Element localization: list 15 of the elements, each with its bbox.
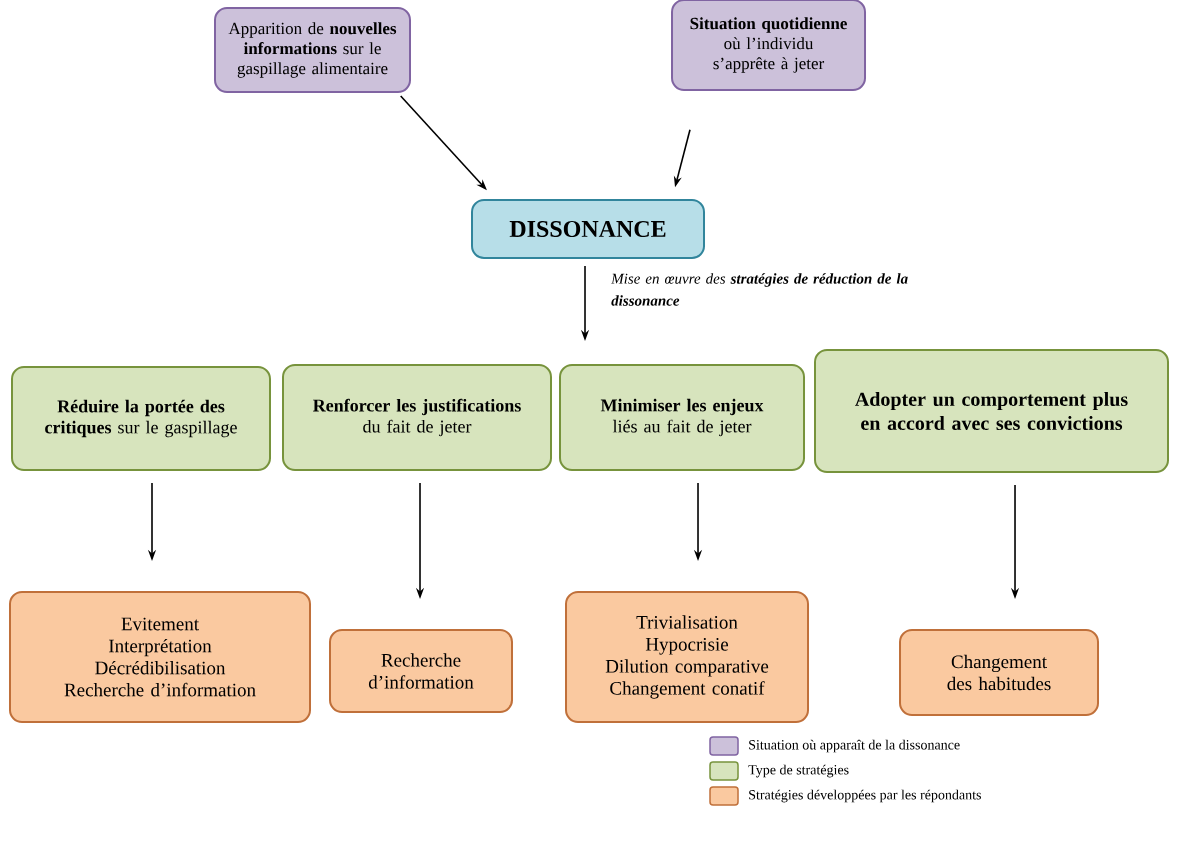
legend-text: Situation où apparaît de la dissonance [749, 739, 960, 753]
strategy-box: Evitement Interprétation Décrédibilisation Recherche d’information [9, 591, 311, 723]
strategy-type-box: Minimiser les enjeux liés au fait de jeter [559, 364, 805, 471]
strategy-box: Changement des habitudes [899, 629, 1099, 716]
edge-label: Mise en œuvre des stratégies de réduction de la dissonance [610, 272, 913, 307]
situation-box: Situation quotidienne où l’individu s’apprête à jeter [671, 0, 866, 91]
strategy-box: Recherche d’information [329, 629, 513, 713]
legend-text: Stratégies développées par les répondants [749, 789, 981, 803]
situation-box: Apparition de nouvelles informations sur le gaspillage alimentaire [214, 7, 411, 93]
strategy-type-box: Réduire la portée des critiques sur le gaspillage [11, 366, 271, 471]
legend-text: Type de stratégies [748, 764, 849, 778]
dissonance-box: DISSONANCE [471, 199, 705, 259]
strategy-type-box: Adopter un comportement plus en accord avec ses convictions [814, 349, 1169, 473]
strategy-type-box: Renforcer les justifications du fait de jeter [282, 364, 552, 471]
strategy-box: Trivialisation Hypocrisie Dilution comparative Changement conatif [565, 591, 809, 723]
